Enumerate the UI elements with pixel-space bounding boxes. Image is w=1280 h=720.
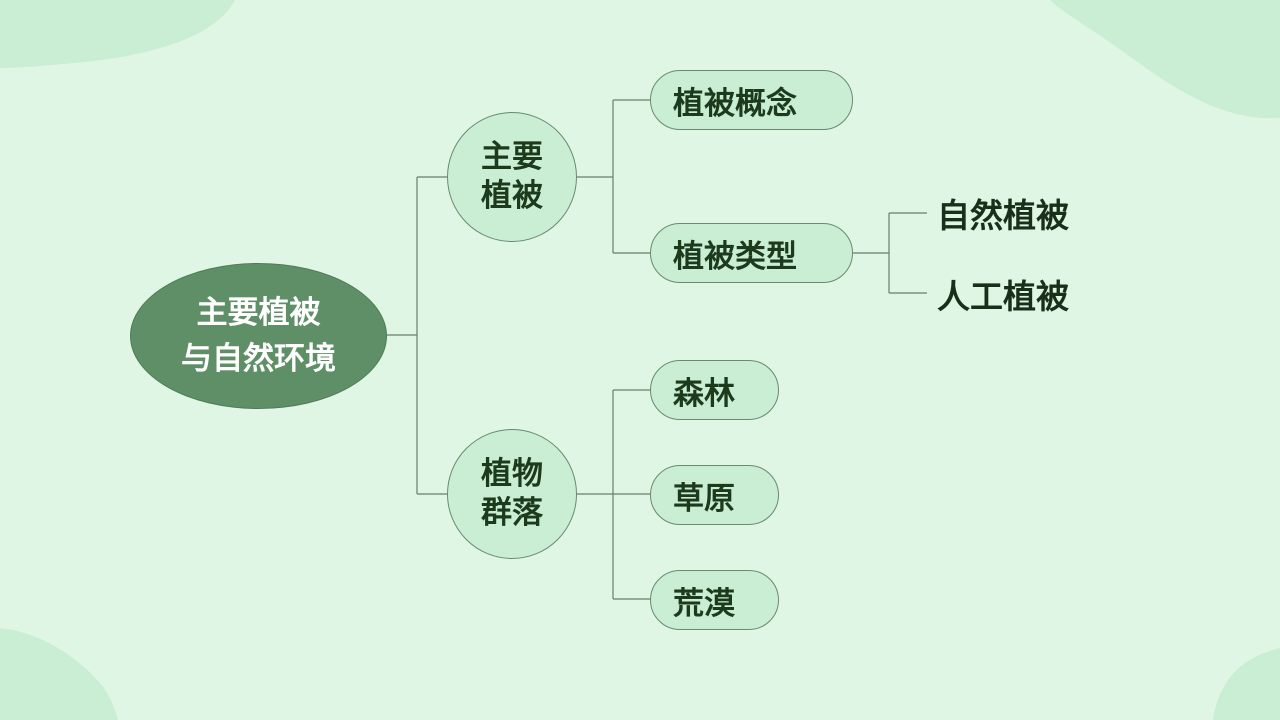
root-node: 主要植被 与自然环境 bbox=[130, 263, 387, 409]
root-node-line1: 主要植被 bbox=[196, 295, 321, 331]
child-node-vegetation-types: 植被类型 bbox=[650, 223, 853, 283]
branch1-line2: 植被 bbox=[481, 178, 543, 214]
connector-type-to-leaves bbox=[853, 212, 927, 294]
branch-node-main-vegetation: 主要 植被 bbox=[447, 112, 577, 242]
connector-root-to-branches bbox=[387, 176, 447, 495]
branch2-line1: 植物 bbox=[481, 456, 543, 492]
leaf-node-natural-vegetation: 自然植被 bbox=[937, 196, 1069, 235]
decor-blob-top-right bbox=[1050, 0, 1280, 119]
child-node-grassland: 草原 bbox=[650, 465, 779, 525]
leaf-node-artificial-vegetation: 人工植被 bbox=[937, 277, 1069, 316]
connector-branch1-to-children bbox=[577, 99, 650, 254]
root-node-line2: 与自然环境 bbox=[181, 341, 336, 377]
branch1-line1: 主要 bbox=[481, 139, 543, 175]
child-node-vegetation-concept: 植被概念 bbox=[650, 70, 853, 130]
child-node-desert: 荒漠 bbox=[650, 570, 779, 630]
decor-blob-bottom-right bbox=[1213, 648, 1280, 720]
child-node-forest: 森林 bbox=[650, 360, 779, 420]
decor-blob-bottom-left bbox=[0, 628, 118, 720]
branch2-line2: 群落 bbox=[481, 495, 543, 531]
connector-branch2-to-children bbox=[577, 389, 650, 600]
branch-node-plant-community: 植物 群落 bbox=[447, 429, 577, 559]
decor-blob-top-left bbox=[0, 0, 235, 68]
